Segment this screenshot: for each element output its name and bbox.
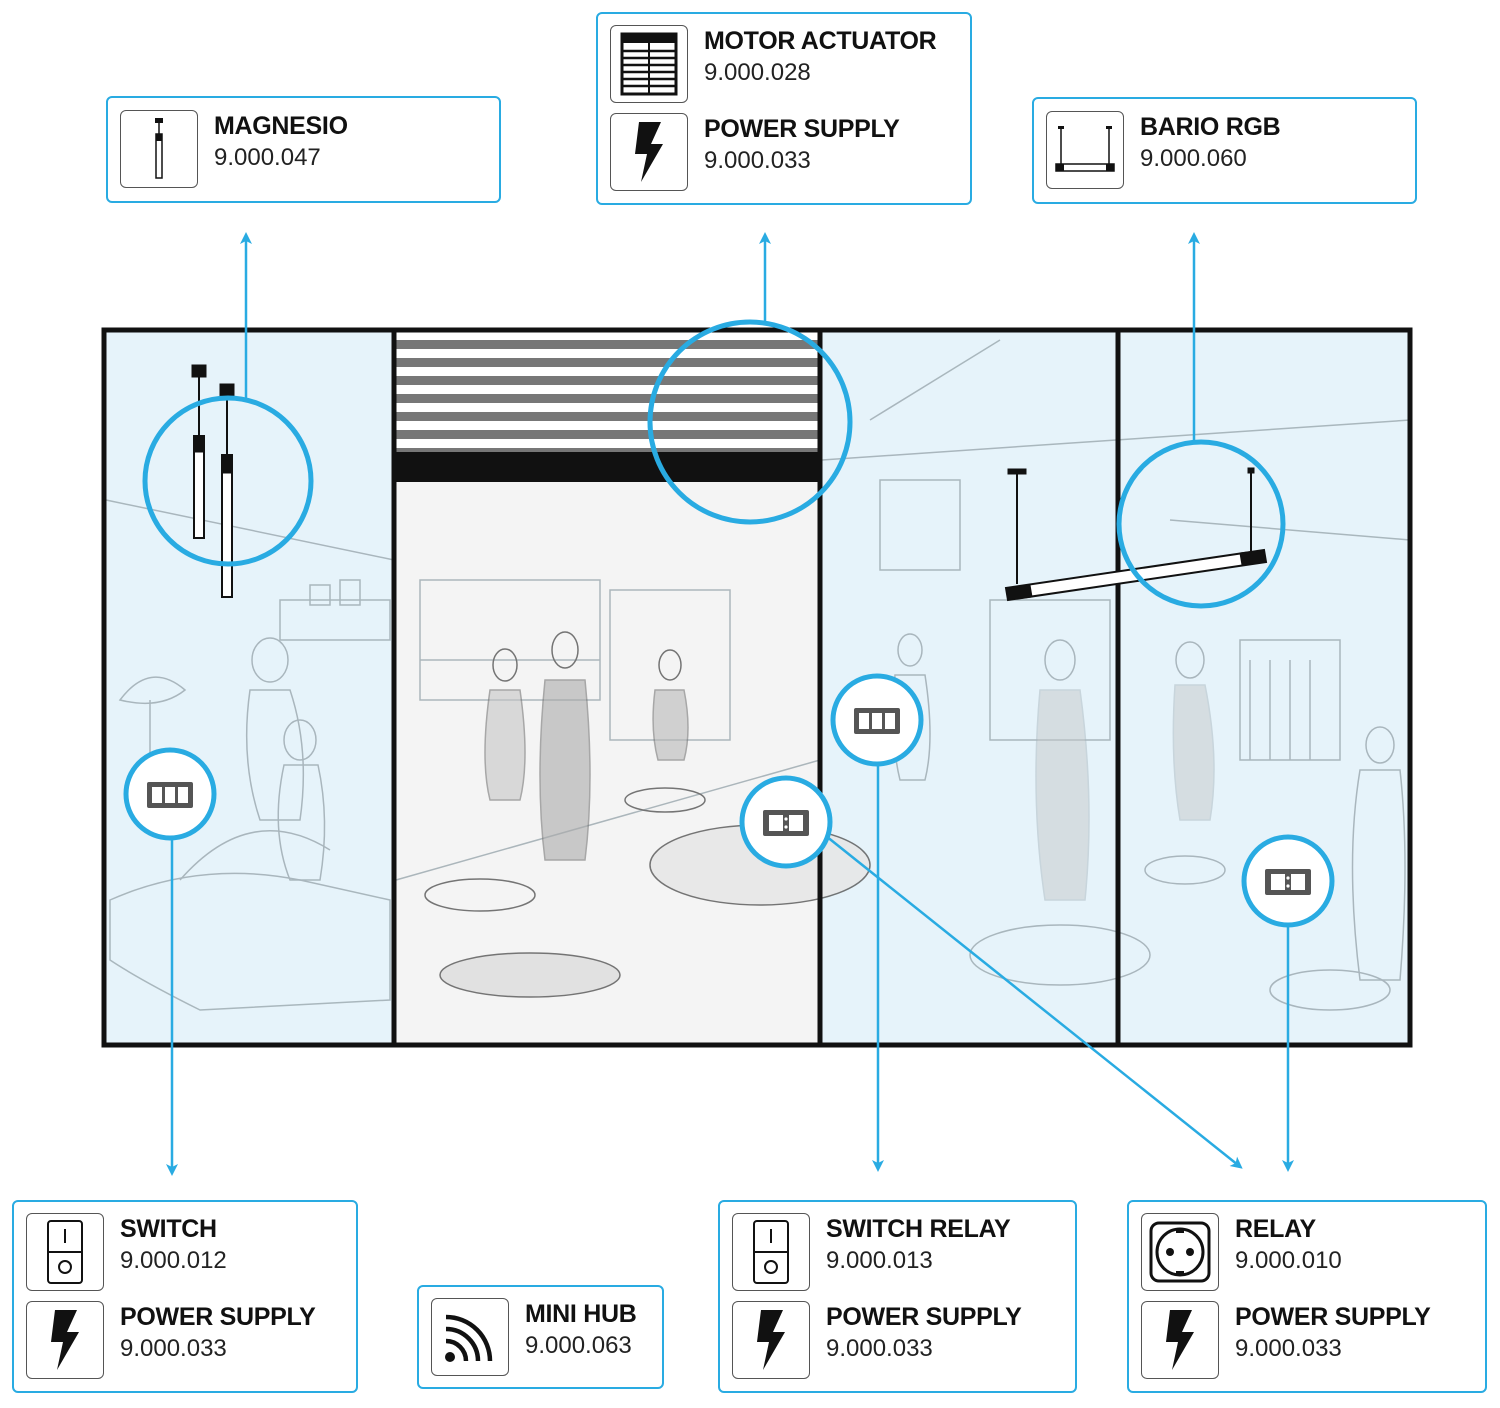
magnesio-card: MAGNESIO 9.000.047 <box>106 96 501 203</box>
product-name: MINI HUB <box>525 1300 637 1328</box>
lightning-icon <box>1141 1301 1219 1379</box>
product-name: SWITCH RELAY <box>826 1215 1011 1243</box>
product-name: POWER SUPPLY <box>120 1303 316 1331</box>
product-code: 9.000.010 <box>1235 1247 1342 1274</box>
lightning-icon <box>26 1301 104 1379</box>
product-code: 9.000.060 <box>1140 145 1247 172</box>
product-code: 9.000.047 <box>214 144 321 171</box>
product-name: RELAY <box>1235 1215 1316 1243</box>
product-name: POWER SUPPLY <box>1235 1303 1431 1331</box>
switch-relay-card: SWITCH RELAY 9.000.013 POWER SUPPLY 9.00… <box>718 1200 1077 1393</box>
wifi-signal-icon <box>431 1298 509 1376</box>
device-markers <box>123 673 1335 928</box>
motor-actuator-card: MOTOR ACTUATOR 9.000.028 POWER SUPPLY 9.… <box>596 12 972 205</box>
relay-card: RELAY 9.000.010 POWER SUPPLY 9.000.033 <box>1127 1200 1487 1393</box>
linear-pendant-icon <box>1046 111 1124 189</box>
callout-circles <box>142 319 1286 609</box>
product-code: 9.000.063 <box>525 1332 632 1359</box>
rocker-switch-icon <box>26 1213 104 1291</box>
product-code: 9.000.033 <box>1235 1335 1342 1362</box>
mini-hub-card: MINI HUB 9.000.063 <box>417 1285 664 1389</box>
connector-arrows <box>166 232 1294 1176</box>
storefront-frame <box>101 327 1413 1048</box>
product-code: 9.000.033 <box>704 147 811 174</box>
product-code: 9.000.033 <box>826 1335 933 1362</box>
glass-panes <box>106 332 1410 1044</box>
product-name: MAGNESIO <box>214 112 348 140</box>
product-name: MOTOR ACTUATOR <box>704 27 937 55</box>
lightning-icon <box>732 1301 810 1379</box>
lightning-icon <box>610 113 688 191</box>
store-sketch <box>105 339 1411 1011</box>
product-code: 9.000.012 <box>120 1247 227 1274</box>
product-name: BARIO RGB <box>1140 113 1281 141</box>
product-code: 9.000.013 <box>826 1247 933 1274</box>
bario-rgb-card: BARIO RGB 9.000.060 <box>1032 97 1417 204</box>
product-code: 9.000.028 <box>704 59 811 86</box>
magnesio-pendants <box>191 364 235 598</box>
shutter-icon <box>610 25 688 103</box>
shutter-slats <box>396 332 820 482</box>
switch-card: SWITCH 9.000.012 POWER SUPPLY 9.000.033 <box>12 1200 358 1393</box>
product-name: POWER SUPPLY <box>704 115 900 143</box>
product-code: 9.000.033 <box>120 1335 227 1362</box>
rocker-switch-icon <box>732 1213 810 1291</box>
product-name: SWITCH <box>120 1215 217 1243</box>
product-name: POWER SUPPLY <box>826 1303 1022 1331</box>
socket-icon <box>1141 1213 1219 1291</box>
pendant-tube-icon <box>120 110 198 188</box>
